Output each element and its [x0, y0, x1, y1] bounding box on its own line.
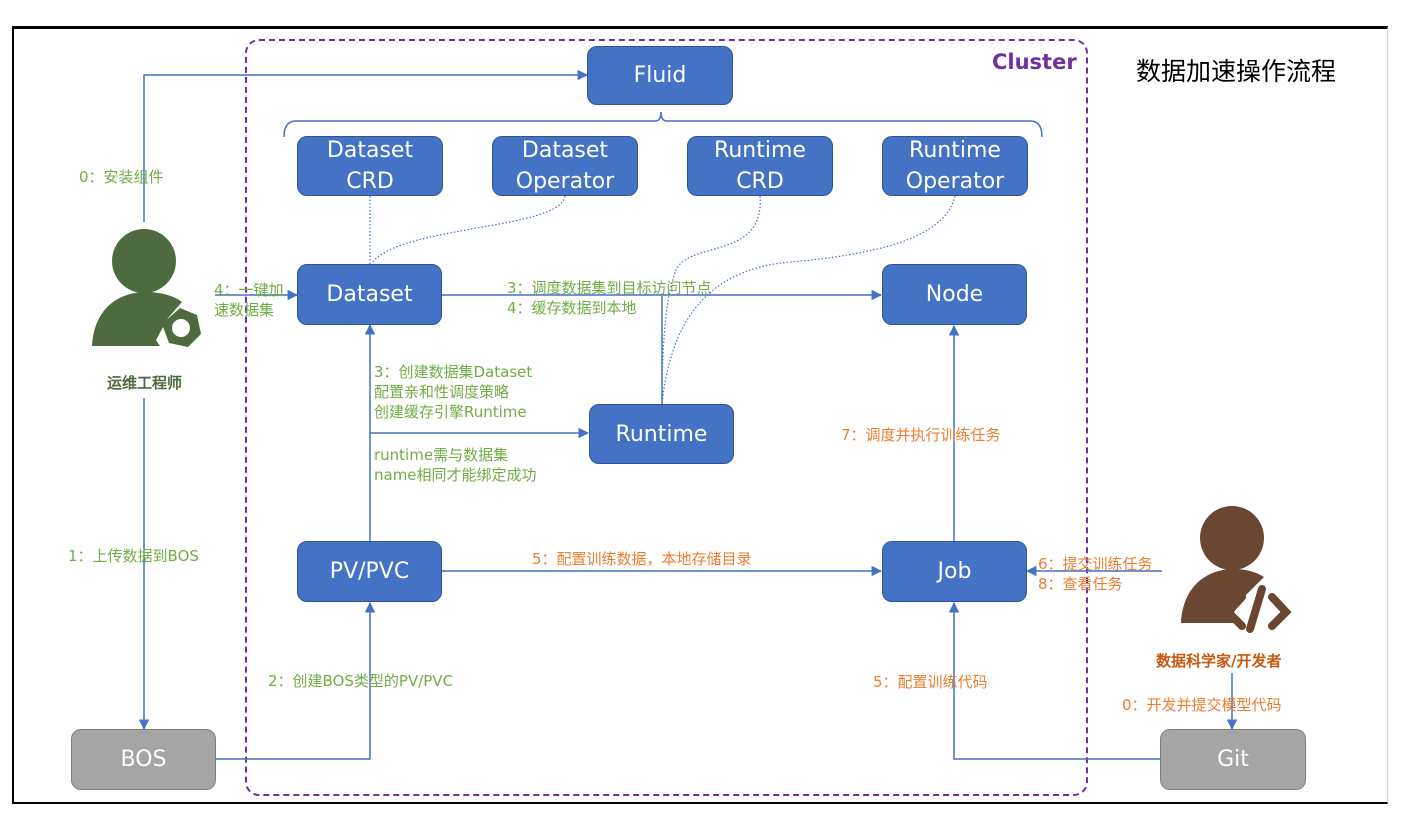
dataset-box[interactable]: Dataset — [297, 264, 442, 325]
label-run-job: 7：调度并执行训练任务 — [841, 426, 1001, 444]
label-install: 0：安装组件 — [79, 168, 164, 186]
edge-git-job — [948, 601, 1160, 760]
label-submit-line2: 8：查看任务 — [1038, 575, 1123, 593]
bos-label: BOS — [120, 747, 167, 772]
node-box[interactable]: Node — [882, 264, 1027, 325]
fluid-box[interactable]: Fluid — [587, 46, 733, 105]
label-accelerate-line1: 4：一键加 — [214, 281, 284, 299]
label-submit-line1: 6：提交训练任务 — [1038, 555, 1153, 573]
pvpvc-box[interactable]: PV/PVC — [297, 541, 442, 602]
runtime-operator-line1: Runtime — [909, 138, 1001, 163]
runtime-crd-line2: CRD — [736, 169, 784, 194]
edge-ops-fluid — [143, 69, 589, 222]
dataset-crd-line1: Dataset — [326, 138, 414, 163]
label-schedule-line1: 3：调度数据集到目标访问节点 — [507, 279, 712, 297]
ops-engineer-name: 运维工程师 — [107, 374, 183, 392]
pvpvc-label: PV/PVC — [329, 559, 410, 584]
runtime-crd-line1: Runtime — [714, 138, 806, 163]
job-box[interactable]: Job — [882, 541, 1027, 602]
data-scientist-name: 数据科学家/开发者 — [1156, 652, 1282, 670]
label-create-dataset-line2: 配置亲和性调度策略 — [374, 383, 510, 401]
user-code-icon — [1181, 506, 1292, 633]
label-accelerate-line2: 速数据集 — [214, 301, 275, 319]
label-submit: 6：提交训练任务 8：查看任务 — [1038, 554, 1153, 594]
runtime-box[interactable]: Runtime — [589, 404, 734, 464]
label-upload: 1：上传数据到BOS — [68, 547, 199, 565]
label-create-dataset: 3：创建数据集Dataset 配置亲和性调度策略 创建缓存引擎Runtime — [374, 362, 532, 422]
label-runtime-note-line2: name相同才能绑定成功 — [374, 466, 537, 484]
label-config-data: 5：配置训练数据，本地存储目录 — [532, 550, 752, 568]
dataset-label: Dataset — [326, 282, 413, 307]
edge-bos-pvpvc — [216, 601, 376, 760]
diagram-title: 数据加速操作流程 — [1136, 57, 1337, 86]
dataset-operator-line1: Dataset — [521, 138, 609, 163]
bos-box[interactable]: BOS — [71, 729, 216, 790]
cluster-boundary — [245, 39, 1088, 796]
label-dev-commit: 0：开发并提交模型代码 — [1122, 696, 1282, 714]
fluid-label: Fluid — [633, 63, 687, 88]
git-box[interactable]: Git — [1160, 729, 1306, 790]
fluid-brace — [283, 111, 1043, 138]
label-create-dataset-line3: 创建缓存引擎Runtime — [374, 403, 527, 421]
label-runtime-note: runtime需与数据集 name相同才能绑定成功 — [374, 445, 537, 485]
link-datasetop-dataset — [371, 195, 566, 264]
git-label: Git — [1217, 747, 1249, 772]
job-label: Job — [937, 559, 972, 584]
cluster-label: Cluster — [992, 50, 1077, 74]
label-create-pv: 2：创建BOS类型的PV/PVC — [268, 672, 454, 690]
label-schedule-line2: 4：缓存数据到本地 — [507, 299, 637, 317]
runtime-label: Runtime — [615, 421, 708, 447]
dataset-operator-line2: Operator — [515, 169, 615, 194]
label-accelerate: 4：一键加 速数据集 — [214, 280, 284, 320]
label-create-dataset-line1: 3：创建数据集Dataset — [374, 363, 533, 381]
label-runtime-note-line1: runtime需与数据集 — [374, 446, 509, 464]
dataset-crd-line2: CRD — [346, 169, 394, 194]
label-schedule: 3：调度数据集到目标访问节点 4：缓存数据到本地 — [507, 278, 712, 318]
label-config-code: 5：配置训练代码 — [873, 673, 988, 691]
node-label: Node — [925, 282, 984, 307]
runtime-operator-line2: Operator — [905, 169, 1005, 194]
user-gear-icon — [92, 229, 201, 347]
link-runtimecrd-runtime — [661, 195, 761, 405]
